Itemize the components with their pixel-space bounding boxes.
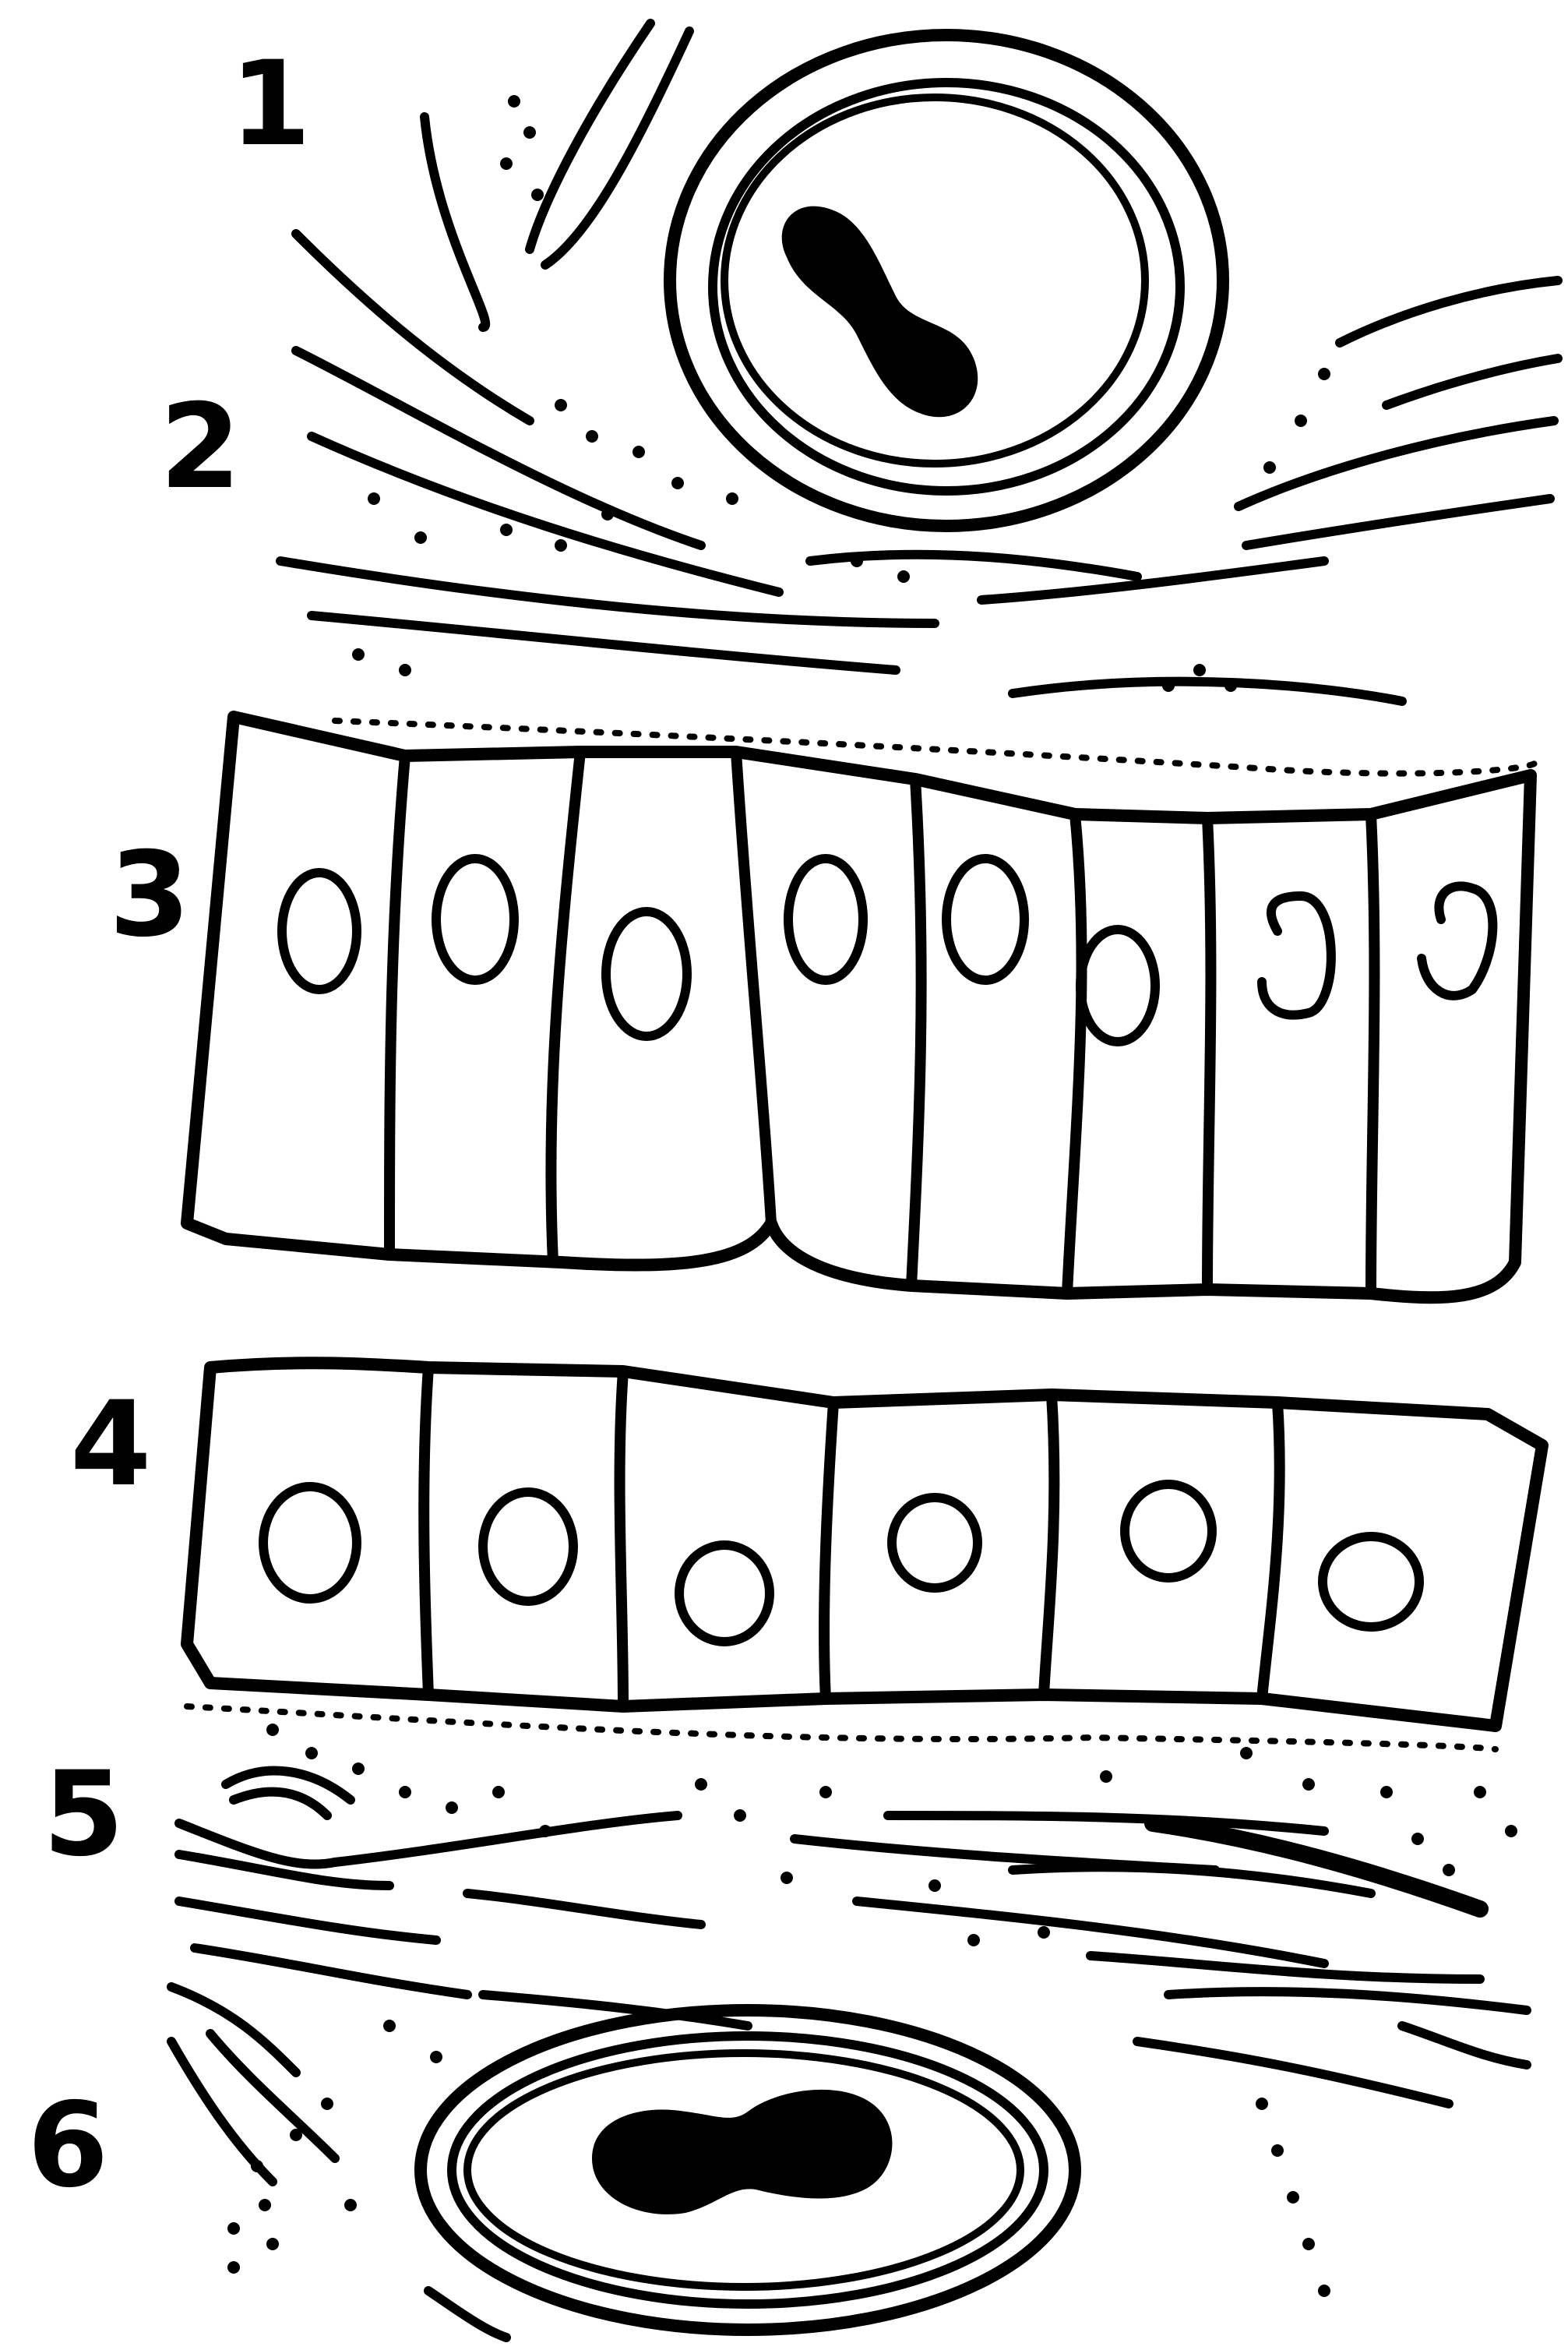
- label-5: 5: [43, 1747, 124, 1882]
- label-1: 1: [230, 37, 311, 172]
- upper-epithelium: [187, 717, 1531, 1297]
- bottom-oocyte: [421, 2010, 1075, 2330]
- label-2: 2: [160, 379, 241, 515]
- lower-stippling: [227, 1724, 1517, 2297]
- top-oocyte: [670, 35, 1223, 526]
- label-6: 6: [27, 2078, 108, 2214]
- upper-stippling: [352, 95, 1330, 692]
- upper-basement-membrane: [335, 721, 1535, 774]
- label-4: 4: [70, 1377, 151, 1512]
- lower-epithelium: [187, 1363, 1542, 1726]
- bottom-oocyte-chromatin: [592, 2090, 892, 2214]
- top-oocyte-chromatin: [782, 206, 978, 418]
- lower-connective-tissue: [171, 1771, 1527, 2338]
- lower-basement-membrane: [187, 1706, 1496, 1749]
- label-3: 3: [109, 827, 190, 963]
